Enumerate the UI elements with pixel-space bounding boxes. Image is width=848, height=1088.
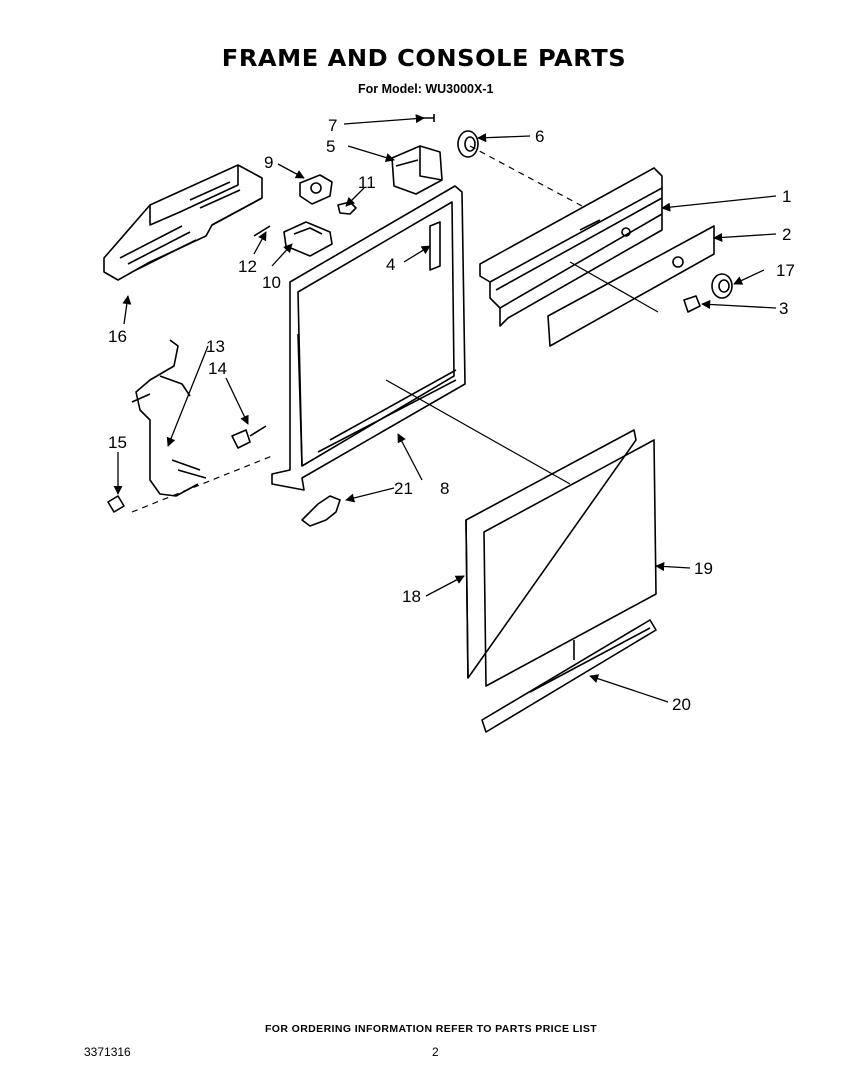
callout-12: 12	[238, 257, 257, 276]
callout-21: 21	[394, 479, 413, 498]
part-10-latch-body	[283, 221, 333, 257]
callout-6: 6	[535, 127, 544, 146]
callout-16: 16	[108, 327, 127, 346]
callout-17: 17	[776, 261, 795, 280]
callout-9: 9	[264, 153, 273, 172]
callout-20: 20	[672, 695, 691, 714]
part-8-door-frame	[271, 185, 466, 491]
callout-numbers: 1 2 3 4 5 6 7 8 9 10 11 12 13 14 15 16 1…	[108, 116, 795, 714]
callout-4: 4	[386, 255, 395, 274]
part-11-clip	[337, 201, 357, 215]
ordering-info-note: FOR ORDERING INFORMATION REFER TO PARTS …	[264, 1023, 598, 1035]
callout-18: 18	[402, 587, 421, 606]
callout-2: 2	[782, 225, 791, 244]
part-5-switch	[391, 145, 443, 195]
part-21-hinge-bracket	[301, 495, 341, 527]
callout-13: 13	[206, 337, 225, 356]
page-number: 2	[432, 1045, 439, 1059]
part-13-wire-harness	[131, 339, 207, 497]
part-20-bottom-trim	[481, 619, 657, 733]
callout-5: 5	[326, 137, 335, 156]
assembly-lines	[385, 261, 659, 485]
callout-15: 15	[108, 433, 127, 452]
callout-19: 19	[694, 559, 713, 578]
callout-7: 7	[328, 116, 337, 135]
alignment-lines	[131, 145, 583, 513]
model-subtitle: For Model: WU3000X-1	[358, 82, 494, 96]
part-3-button	[683, 295, 701, 313]
callout-1: 1	[782, 187, 791, 206]
part-18-outer-panel	[465, 429, 637, 679]
part-1-console-panel	[479, 167, 663, 327]
part-17-knob	[711, 273, 733, 299]
part-19-inner-panel	[483, 439, 657, 687]
part-9-latch-bracket	[299, 174, 333, 205]
callout-11: 11	[358, 173, 376, 192]
part-2-control-overlay	[547, 225, 715, 347]
part-16-console-housing	[103, 164, 263, 281]
part-6-knob	[457, 130, 479, 158]
callout-10: 10	[262, 273, 281, 292]
part-12-pin	[253, 225, 271, 237]
callout-leaders	[113, 114, 777, 703]
callout-14: 14	[208, 359, 227, 378]
document-number: 3371316	[84, 1045, 131, 1059]
part-15-screw	[107, 495, 125, 513]
page-title: FRAME AND CONSOLE PARTS	[221, 46, 627, 72]
callout-8: 8	[440, 479, 449, 498]
callout-3: 3	[779, 299, 788, 318]
part-14-switch	[231, 425, 267, 449]
